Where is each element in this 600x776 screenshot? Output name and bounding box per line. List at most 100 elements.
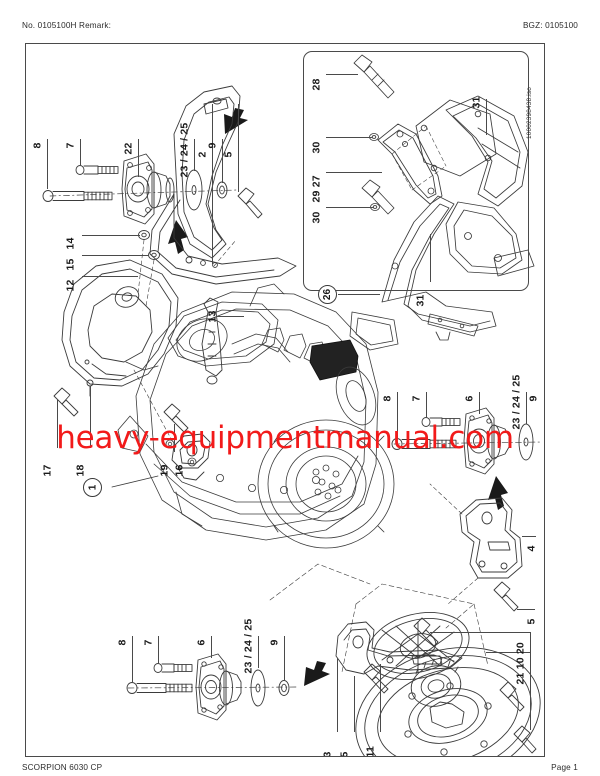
callout-30-top: 30 [310,141,323,154]
leader-12 [82,276,138,277]
part-mount-22 [121,153,175,225]
part-nut-9-top [216,181,228,199]
callout-5-topcenter: 5 [222,151,235,158]
leader-3 [337,658,338,732]
callout-9-midright: 9 [527,395,540,402]
leader-21-c [530,632,531,730]
part-bracket-3 [335,621,463,675]
callout-17: 17 [41,464,54,477]
callout-14: 14 [64,237,77,250]
callout-18: 18 [74,464,87,477]
callout-12: 12 [64,279,77,292]
callout-21-10-20: 21 10 20 [514,642,527,685]
callout-232425-botleft: 23 / 24 / 25 [242,618,255,674]
watermark: heavy-equipmentmanual.com [56,420,514,456]
callout-13: 13 [206,310,219,323]
inset-detail-box [303,51,529,291]
callout-8-botleft: 8 [116,639,129,646]
callout-31-top: 31 [470,96,483,109]
leader-21-b [486,652,530,653]
part-nut-9-bot [278,680,290,696]
callout-30-bot: 30 [310,211,323,224]
part-bolt-7-bot [153,663,193,673]
part-bolt-8-bot [126,682,193,694]
part-screw-5-mid [493,581,519,612]
leader-7-mid [426,392,427,418]
leader-28 [326,74,358,75]
leader-5-topcenter [238,104,239,192]
leader-30-top [326,137,372,138]
leader-8-mid [397,392,398,439]
leader-232425-mid [526,392,527,424]
part-washer-15 [148,250,160,260]
callout-2: 2 [196,151,209,158]
leader-22 [138,139,139,177]
part-washer-14 [138,230,150,240]
callout-5-botright: 5 [338,751,351,757]
callout-6-midright: 6 [463,395,476,402]
leader-6-bot [211,636,212,658]
leader-19 [174,424,175,452]
leader-11 [380,664,381,732]
inset-file-code: 10002398438.iso [526,86,533,139]
leader-232425-top [194,139,195,171]
part-engine-assembly-1 [117,283,399,549]
circled-callout-26: 26 [318,285,337,304]
part-screw-5-bot [363,663,389,694]
leader-8-bot [132,636,133,683]
leader-6-mid [479,392,480,414]
callout-3: 3 [321,751,334,757]
callout-5-midright: 5 [525,618,538,625]
part-support-bracket-2 [149,85,297,285]
leader-8-top [47,139,48,189]
part-drive-plate-11 [366,612,470,680]
leader-5-mid [517,609,535,610]
leader-14 [82,235,140,236]
part-washer-232425-bot [250,669,266,707]
circled-callout-1-label: 1 [87,484,98,491]
leader-9-bot [284,636,285,680]
circled-callout-26-label: 26 [322,288,333,301]
callout-232425-topleft: 23 / 24 / 25 [178,122,191,178]
leader-7-top [80,139,81,165]
callout-29-27: 29 27 [310,175,323,203]
part-mount-6-bot [195,653,242,721]
part-bolt-7-top [75,165,119,175]
leader-17 [57,400,58,448]
leader-21-a [430,632,530,633]
callout-4: 4 [525,545,538,552]
callout-22: 22 [122,142,135,155]
callout-6-botleft: 6 [195,639,208,646]
exploded-diagram-frame: 8 7 22 23 / 24 / 25 9 2 5 14 15 12 13 17… [25,43,545,757]
circled-callout-1: 1 [83,478,102,497]
callout-7-botleft: 7 [142,639,155,646]
leader-30-bot [326,207,374,208]
footer-page-number: Page 1 [551,763,578,772]
callout-9-botleft: 9 [268,639,281,646]
callout-31-bot: 31 [414,294,427,307]
leader-26 [338,294,380,295]
leader-5-bot [354,676,355,732]
leader-7-bot [158,636,159,664]
callout-7-topleft: 7 [64,142,77,149]
callout-11: 11 [364,746,377,757]
callout-9-topleft: 9 [206,142,219,149]
callout-8-topleft: 8 [31,142,44,149]
leader-9-top [222,139,223,183]
part-bracket-4 [459,497,523,579]
leader-18 [90,386,91,448]
callout-28: 28 [310,78,323,91]
leader-29-27 [326,172,382,173]
header-part-number: No. 0105100H Remark: [22,21,112,30]
part-bolt-21-10-20-c [513,725,537,754]
callout-7-midright: 7 [410,395,423,402]
leader-232425-bot [258,636,259,668]
callout-15: 15 [64,258,77,271]
callout-8-midright: 8 [381,395,394,402]
leader-2 [212,104,213,264]
callout-19: 19 [158,464,171,477]
leader-15 [82,255,149,256]
leader-13 [216,316,244,317]
part-screw-5-top [237,187,263,219]
part-cover-12 [61,259,179,387]
